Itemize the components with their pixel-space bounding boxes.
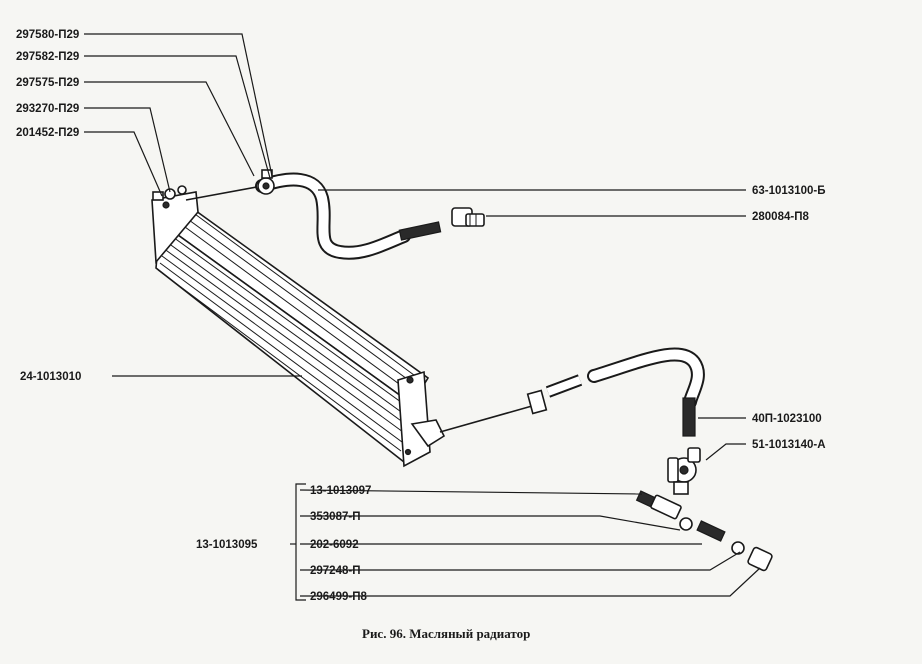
radiator-core [151, 191, 431, 468]
upper-hose [255, 169, 442, 260]
ring-353087 [679, 517, 693, 531]
part-labels: 297580-П29 297582-П29 297575-П29 293270-… [16, 29, 826, 603]
radiator-fins [157, 231, 406, 452]
radiator-top-ribs [169, 205, 419, 393]
label-202-6092: 202-6092 [310, 539, 359, 551]
label-13-1013097: 13-1013097 [310, 485, 371, 497]
plug-296499 [747, 546, 773, 572]
label-280084: 280084-П8 [752, 211, 809, 223]
leader-lines [84, 33, 761, 601]
label-297575: 297575-П29 [16, 77, 79, 89]
upper-bolts [152, 185, 263, 201]
lower-pipe [410, 347, 705, 448]
washer-297248 [731, 541, 745, 555]
label-63-1013100: 63-1013100-Б [752, 185, 826, 197]
elbow-fitting [451, 207, 485, 227]
left-mount-hole [162, 201, 170, 209]
label-296499: 296499-П8 [310, 591, 367, 603]
right-mount-hole [406, 376, 414, 384]
upper-threaded-end [398, 221, 442, 241]
label-13-1013095: 13-1013095 [196, 539, 258, 551]
label-201452: 201452-П29 [16, 127, 79, 139]
tee-fitting-group [635, 490, 773, 572]
label-353087: 353087-П [310, 511, 360, 523]
spring-202-6092 [696, 520, 726, 542]
lower-threaded-end [682, 397, 696, 437]
valve-assembly [667, 447, 701, 495]
label-51-1013140: 51-1013140-А [752, 439, 826, 451]
label-297580: 297580-П29 [16, 29, 79, 41]
label-24-1013010: 24-1013010 [20, 371, 81, 383]
label-297248: 297248-П [310, 565, 360, 577]
label-293270: 293270-П29 [16, 103, 79, 115]
lower-clamp [526, 389, 548, 415]
label-297582: 297582-П29 [16, 51, 79, 63]
figure-caption: Рис. 96. Масляный радиатор [362, 626, 530, 641]
right-end-plate [397, 370, 431, 468]
label-40p-1023100: 40П-1023100 [752, 413, 822, 425]
